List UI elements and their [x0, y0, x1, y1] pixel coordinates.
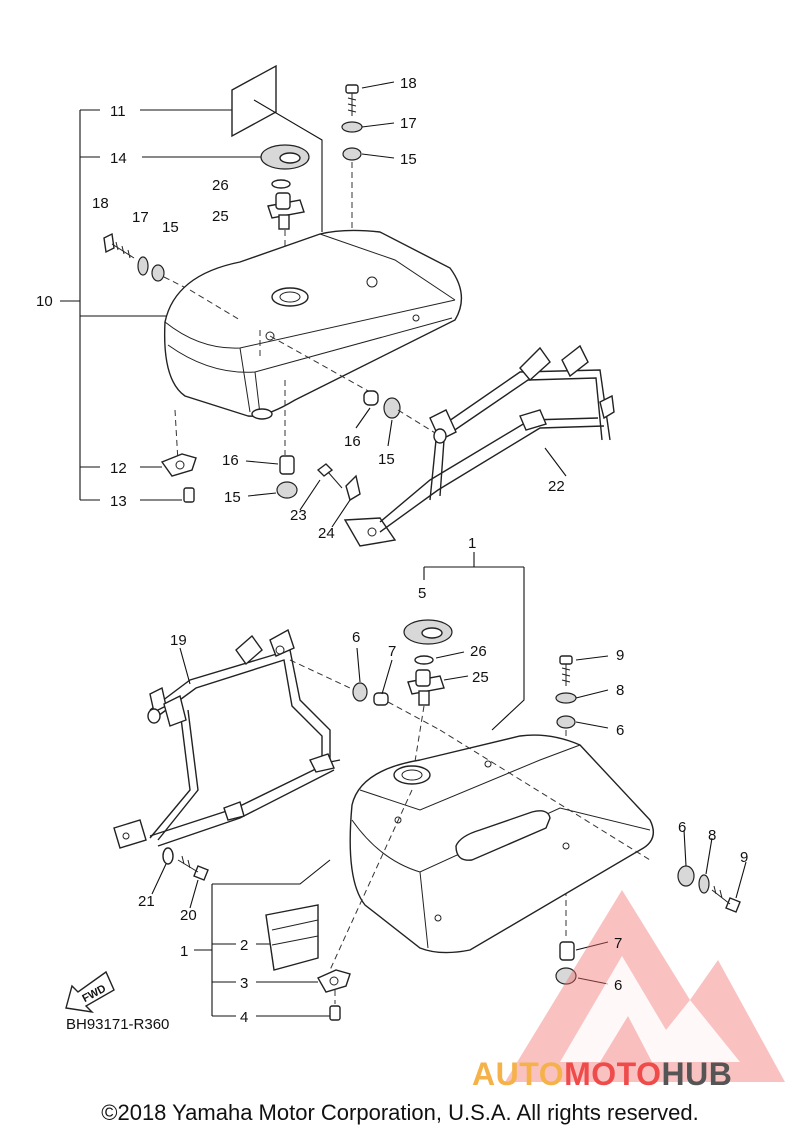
- grommet-15-center: [383, 397, 401, 419]
- bolt-9-right: [725, 897, 741, 913]
- callout-4: 4: [240, 1009, 248, 1026]
- washer-21: [162, 847, 174, 865]
- decal-2: [265, 904, 319, 971]
- callout-18: 18: [92, 195, 109, 212]
- screw-13: [183, 487, 195, 503]
- watermark-part-auto: AUTO: [472, 1056, 565, 1092]
- callout-14: 14: [110, 150, 127, 167]
- bolt-20: [193, 865, 209, 881]
- watermark-part-hub: HUB: [661, 1056, 733, 1092]
- washer-17-top: [341, 121, 363, 133]
- bolt-9-upper: [559, 655, 573, 665]
- washer-26-top: [271, 179, 291, 189]
- callout-23: 23: [290, 507, 307, 524]
- stay-frame-22: [343, 344, 615, 547]
- spacer-16-center: [363, 390, 379, 406]
- washer-26-bottom: [414, 655, 434, 665]
- grommet-6-left: [352, 682, 368, 702]
- watermark-logo: [505, 890, 785, 1082]
- grommet-6-right: [677, 865, 695, 887]
- spacer-7-right: [559, 941, 575, 961]
- callout-15: 15: [400, 151, 417, 168]
- callout-25: 25: [212, 208, 229, 225]
- callout-20: 20: [180, 907, 197, 924]
- callout-11: 11: [110, 103, 126, 120]
- plate-24: [345, 474, 361, 502]
- screw-4: [329, 1005, 341, 1021]
- copyright-notice: ©2018 Yamaha Motor Corporation, U.S.A. A…: [101, 1100, 699, 1125]
- callout-17: 17: [132, 209, 149, 226]
- callout-2: 2: [240, 937, 248, 954]
- callout-7: 7: [388, 643, 396, 660]
- callout-8: 8: [708, 827, 716, 844]
- bottom-saddlebag-assembly: [65, 552, 747, 1021]
- callout-6: 6: [352, 629, 360, 646]
- bolt-18-left: [103, 232, 115, 254]
- callout-26: 26: [212, 177, 229, 194]
- grommet-15-left: [151, 264, 165, 282]
- watermark-text: AUTOMOTOHUB: [472, 1056, 732, 1093]
- callout-8: 8: [616, 682, 624, 699]
- callout-21: 21: [138, 893, 155, 910]
- bolt-23: [316, 463, 334, 477]
- callout-25: 25: [472, 669, 489, 686]
- callout-3: 3: [240, 975, 248, 992]
- stay-frame-19: [113, 628, 341, 849]
- callout-7: 7: [614, 935, 622, 952]
- callout-1: 1: [468, 535, 476, 552]
- callout-16: 16: [344, 433, 361, 450]
- spacer-16-bottom: [279, 455, 295, 475]
- grommet-15-bottom: [276, 481, 298, 499]
- grommet-6-upper: [556, 715, 576, 729]
- bracket-3: [317, 969, 351, 993]
- callout-6: 6: [614, 977, 622, 994]
- fwd-arrow: [65, 970, 115, 1014]
- washer-8-upper: [555, 692, 577, 704]
- saddlebag-top: [163, 229, 463, 417]
- callout-24: 24: [318, 525, 335, 542]
- callout-15: 15: [224, 489, 241, 506]
- callout-22: 22: [548, 478, 565, 495]
- callout-1: 1: [180, 943, 188, 960]
- bolt-18-top: [345, 84, 359, 94]
- callout-15: 15: [162, 219, 179, 236]
- top-saddlebag-assembly: [60, 64, 615, 547]
- callout-5: 5: [418, 585, 426, 602]
- grommet-6-bottom: [555, 967, 577, 985]
- callout-6: 6: [616, 722, 624, 739]
- callout-12: 12: [110, 460, 127, 477]
- watermark-part-moto: MOTO: [564, 1056, 662, 1092]
- washer-8-right: [698, 874, 710, 894]
- callout-18: 18: [400, 75, 417, 92]
- grommet-15-top: [342, 147, 362, 161]
- callout-16: 16: [222, 452, 239, 469]
- bracket-12: [160, 453, 197, 477]
- reference-code: BH93171-R360: [66, 1016, 170, 1033]
- callout-6: 6: [678, 819, 686, 836]
- callout-26: 26: [470, 643, 487, 660]
- callout-19: 19: [170, 632, 187, 649]
- spacer-7-left: [373, 692, 389, 706]
- callout-13: 13: [110, 493, 127, 510]
- washer-17-left: [137, 256, 149, 276]
- callout-9: 9: [616, 647, 624, 664]
- callout-15: 15: [378, 451, 395, 468]
- decal-11: [231, 64, 277, 138]
- callout-17: 17: [400, 115, 417, 132]
- callout-10: 10: [36, 293, 53, 310]
- callout-9: 9: [740, 849, 748, 866]
